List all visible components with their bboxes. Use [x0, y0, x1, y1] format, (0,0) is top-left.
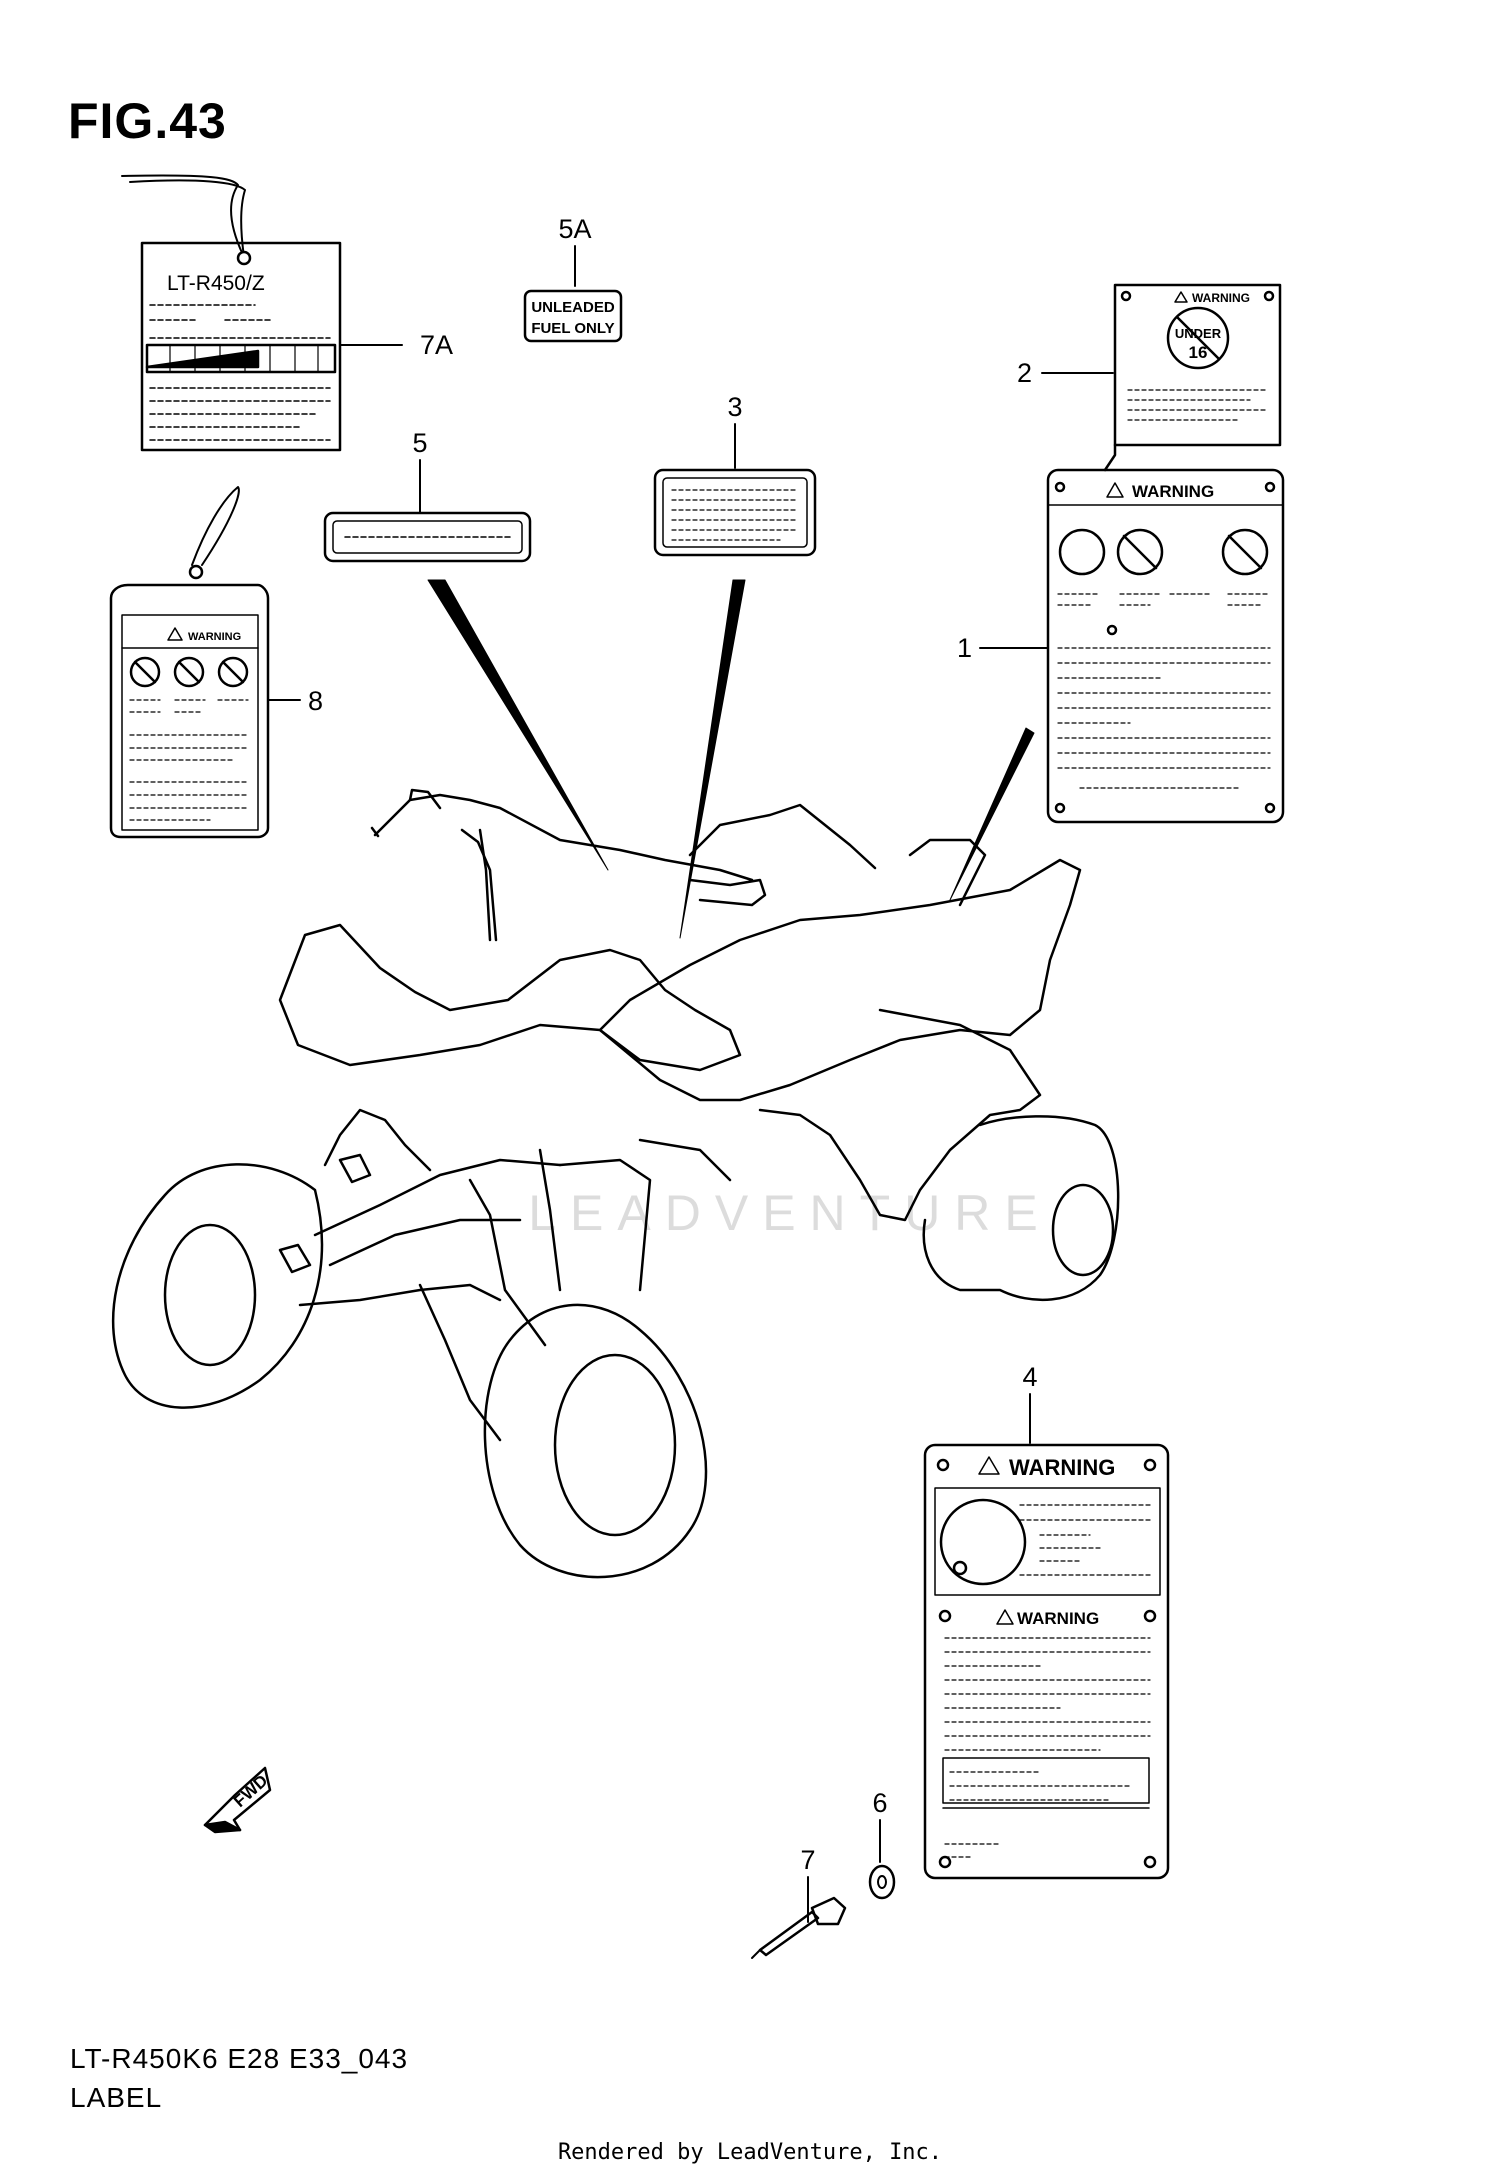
- pointer-5: [427, 579, 609, 871]
- label-3: [653, 423, 817, 557]
- under-16-line1: UNDER: [1175, 326, 1222, 341]
- callout-2: 2: [1017, 358, 1032, 388]
- model-code: LT-R450K6 E28 E33_043: [70, 2043, 409, 2074]
- fwd-arrow: FWD: [203, 1766, 271, 1834]
- callout-6: 6: [872, 1788, 887, 1818]
- callout-7a: 7A: [420, 330, 453, 360]
- label-2-warning-text: WARNING: [1192, 291, 1250, 305]
- label-4-warning: WARNING WARNING: [923, 1393, 1170, 1880]
- under-16-line2: 16: [1189, 343, 1208, 362]
- label-1-warning: WARNING: [979, 468, 1285, 824]
- label-4-warning-text-2: WARNING: [1017, 1609, 1099, 1628]
- fuel-label-line1: UNLEADED: [531, 299, 615, 316]
- callout-7: 7: [800, 1845, 815, 1875]
- callout-3: 3: [727, 392, 742, 422]
- watermark-text: LEADVENTURE: [528, 1185, 1052, 1241]
- figure-title: FIG.43: [68, 93, 227, 149]
- callout-1: 1: [957, 633, 972, 663]
- washer-6: [868, 1819, 896, 1900]
- tag-7a-model-text: LT-R450/Z: [167, 272, 265, 295]
- label-1-warning-text: WARNING: [1132, 482, 1214, 501]
- label-5a-unleaded: UNLEADED FUEL ONLY: [523, 245, 623, 343]
- tag-8: WARNING: [109, 486, 301, 839]
- callout-5: 5: [412, 428, 427, 458]
- label-5: [323, 459, 532, 563]
- tag-8-warning-text: WARNING: [188, 631, 241, 643]
- section-name: LABEL: [70, 2082, 163, 2113]
- atv-outline: [111, 788, 1120, 1579]
- label-4-warning-text-1: WARNING: [1009, 1455, 1115, 1480]
- rivet-7: [751, 1876, 847, 1959]
- tag-7a: LT-R450/Z: [121, 174, 403, 452]
- callout-5a: 5A: [558, 214, 591, 244]
- callout-4: 4: [1022, 1362, 1037, 1392]
- pointer-1: [949, 727, 1035, 901]
- label-2-under-16: WARNING UNDER 16: [1041, 283, 1282, 472]
- render-credit: Rendered by LeadVenture, Inc.: [557, 2140, 943, 2165]
- callout-8: 8: [308, 686, 323, 716]
- fuel-label-line2: FUEL ONLY: [531, 320, 614, 337]
